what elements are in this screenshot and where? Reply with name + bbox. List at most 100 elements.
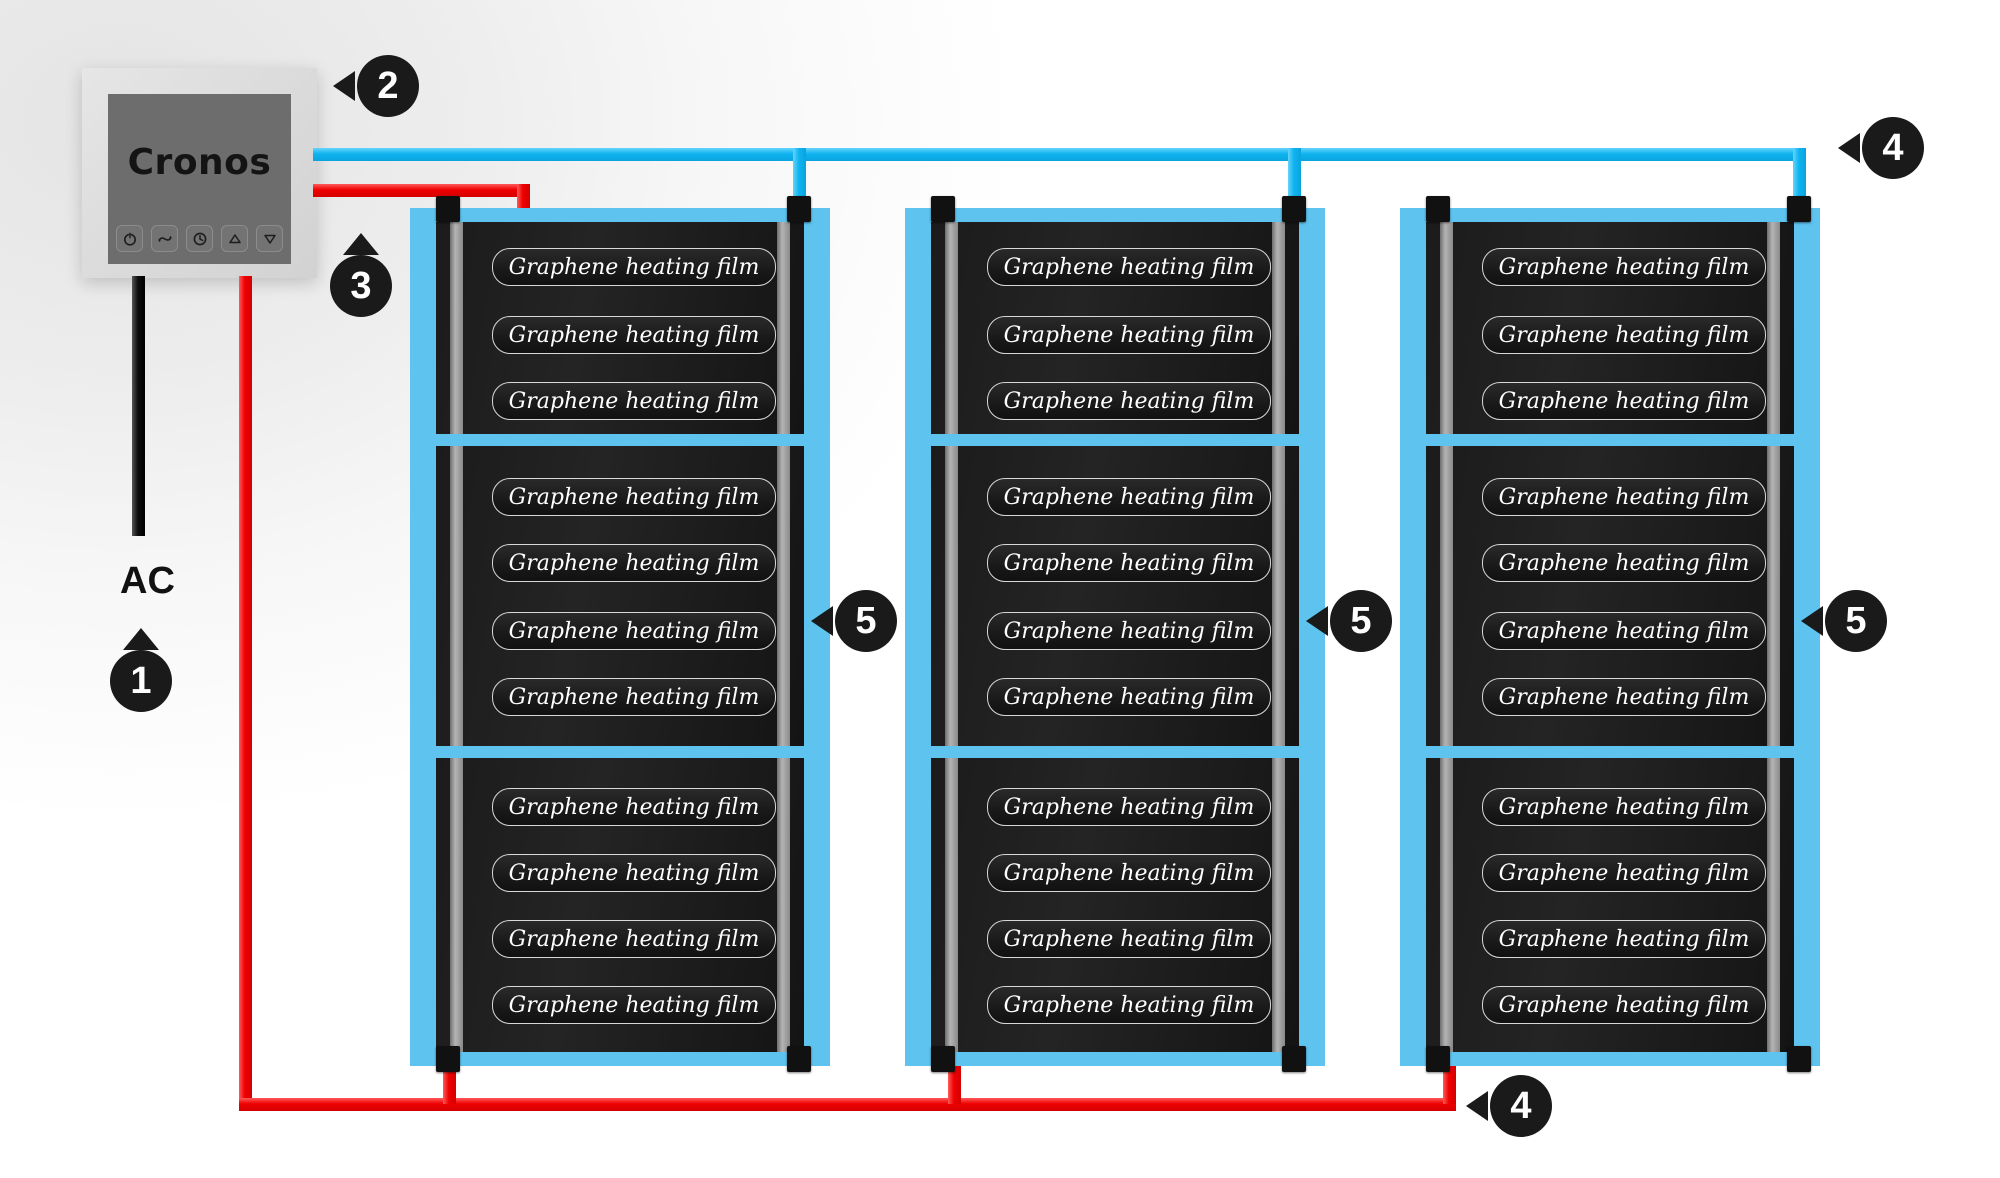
pointer-left-icon [333, 71, 355, 101]
connector-bottom-right [1282, 1046, 1306, 1072]
film-strip[interactable]: Graphene heating film [1482, 678, 1766, 716]
film-strip[interactable]: Graphene heating film [1482, 382, 1766, 420]
busbar-right [1272, 758, 1285, 1052]
film-strip[interactable]: Graphene heating film [987, 382, 1271, 420]
connector-bottom-left [1426, 1046, 1450, 1072]
connector-bottom-left [436, 1046, 460, 1072]
heating-panel-2[interactable]: Graphene heating film Graphene heating f… [905, 208, 1325, 1066]
panel-segment: Graphene heating film Graphene heating f… [1426, 758, 1794, 1052]
film-strip[interactable]: Graphene heating film [492, 678, 776, 716]
film-strip[interactable]: Graphene heating film [492, 986, 776, 1024]
film-strip[interactable]: Graphene heating film [492, 478, 776, 516]
callout-label: 4 [1510, 1084, 1532, 1127]
film-strip[interactable]: Graphene heating film [987, 478, 1271, 516]
thermostat-brand-label: Cronos [127, 142, 272, 183]
thermostat-button-row [116, 225, 283, 252]
film-strip[interactable]: Graphene heating film [987, 854, 1271, 892]
power-icon [122, 231, 138, 247]
thermostat-cronos[interactable]: Cronos [82, 68, 317, 278]
film-strip[interactable]: Graphene heating film [492, 854, 776, 892]
busbar-left [450, 758, 463, 1052]
pointer-left-icon [1466, 1091, 1488, 1121]
film-strip[interactable]: Graphene heating film [1482, 788, 1766, 826]
film-strip[interactable]: Graphene heating film [1482, 478, 1766, 516]
ac-supply-cable [132, 276, 145, 536]
timer-button[interactable] [186, 225, 213, 252]
film-strip[interactable]: Graphene heating film [987, 316, 1271, 354]
decrease-button[interactable] [256, 225, 283, 252]
busbar-right [1767, 446, 1780, 746]
film-strip[interactable]: Graphene heating film [492, 920, 776, 958]
power-button[interactable] [116, 225, 143, 252]
busbar-left [450, 446, 463, 746]
callout-4-bottom: 4 [1466, 1075, 1552, 1137]
busbar-left [1440, 446, 1453, 746]
film-strip[interactable]: Graphene heating film [1482, 920, 1766, 958]
film-strip[interactable]: Graphene heating film [987, 544, 1271, 582]
film-strip[interactable]: Graphene heating film [987, 678, 1271, 716]
film-strip[interactable]: Graphene heating film [1482, 986, 1766, 1024]
film-strip[interactable]: Graphene heating film [987, 788, 1271, 826]
film-strip[interactable]: Graphene heating film [492, 248, 776, 286]
busbar-right [777, 446, 790, 746]
busbar-left [450, 222, 463, 434]
film-strip[interactable]: Graphene heating film [492, 544, 776, 582]
film-strip[interactable]: Graphene heating film [987, 986, 1271, 1024]
film-strip[interactable]: Graphene heating film [492, 382, 776, 420]
busbar-right [1272, 222, 1285, 434]
film-strip[interactable]: Graphene heating film [492, 788, 776, 826]
busbar-right [1767, 222, 1780, 434]
panel-segment: Graphene heating film Graphene heating f… [931, 446, 1299, 746]
panel-segment: Graphene heating film Graphene heating f… [1426, 222, 1794, 434]
film-strip[interactable]: Graphene heating film [1482, 544, 1766, 582]
callout-4-top: 4 [1838, 117, 1924, 179]
connector-bottom-right [787, 1046, 811, 1072]
film-strip[interactable]: Graphene heating film [987, 612, 1271, 650]
pointer-left-icon [1306, 606, 1328, 636]
callout-label: 5 [1845, 599, 1867, 642]
film-strip[interactable]: Graphene heating film [1482, 316, 1766, 354]
neutral-bus-top [313, 148, 1806, 161]
film-strip[interactable]: Graphene heating film [492, 612, 776, 650]
connector-top-right [1787, 196, 1811, 222]
film-strip[interactable]: Graphene heating film [987, 248, 1271, 286]
callout-label: 4 [1882, 126, 1904, 169]
busbar-right [777, 222, 790, 434]
swirl-icon [157, 231, 173, 247]
film-strip[interactable]: Graphene heating film [987, 920, 1271, 958]
panel-segment: Graphene heating film Graphene heating f… [931, 758, 1299, 1052]
busbar-left [945, 758, 958, 1052]
mode-button[interactable] [151, 225, 178, 252]
clock-icon [192, 231, 208, 247]
thermostat-screen: Cronos [108, 94, 291, 264]
callout-label: 5 [855, 599, 877, 642]
film-strip[interactable]: Graphene heating film [1482, 612, 1766, 650]
callout-5-panel-3: 5 [1801, 590, 1887, 652]
pointer-up-icon [343, 233, 379, 255]
ac-label: AC [120, 560, 175, 602]
film-strip[interactable]: Graphene heating film [1482, 248, 1766, 286]
callout-label: 1 [130, 659, 152, 702]
callout-label: 5 [1350, 599, 1372, 642]
panel-segment: Graphene heating film Graphene heating f… [436, 222, 804, 434]
pointer-left-icon [1801, 606, 1823, 636]
connector-top-right [1282, 196, 1306, 222]
film-strip[interactable]: Graphene heating film [492, 316, 776, 354]
heating-panel-1[interactable]: Graphene heating film Graphene heating f… [410, 208, 830, 1066]
increase-button[interactable] [221, 225, 248, 252]
connector-bottom-left [931, 1046, 955, 1072]
pointer-left-icon [811, 606, 833, 636]
connector-bottom-right [1787, 1046, 1811, 1072]
heating-panel-3[interactable]: Graphene heating film Graphene heating f… [1400, 208, 1820, 1066]
connector-top-left [931, 196, 955, 222]
panel-segment: Graphene heating film Graphene heating f… [931, 222, 1299, 434]
callout-5-panel-2: 5 [1306, 590, 1392, 652]
busbar-right [777, 758, 790, 1052]
film-strip[interactable]: Graphene heating film [1482, 854, 1766, 892]
live-wire-from-thermostat [313, 184, 530, 197]
live-bus-bottom [239, 1098, 1456, 1111]
callout-5-panel-1: 5 [811, 590, 897, 652]
busbar-left [1440, 758, 1453, 1052]
busbar-left [1440, 222, 1453, 434]
